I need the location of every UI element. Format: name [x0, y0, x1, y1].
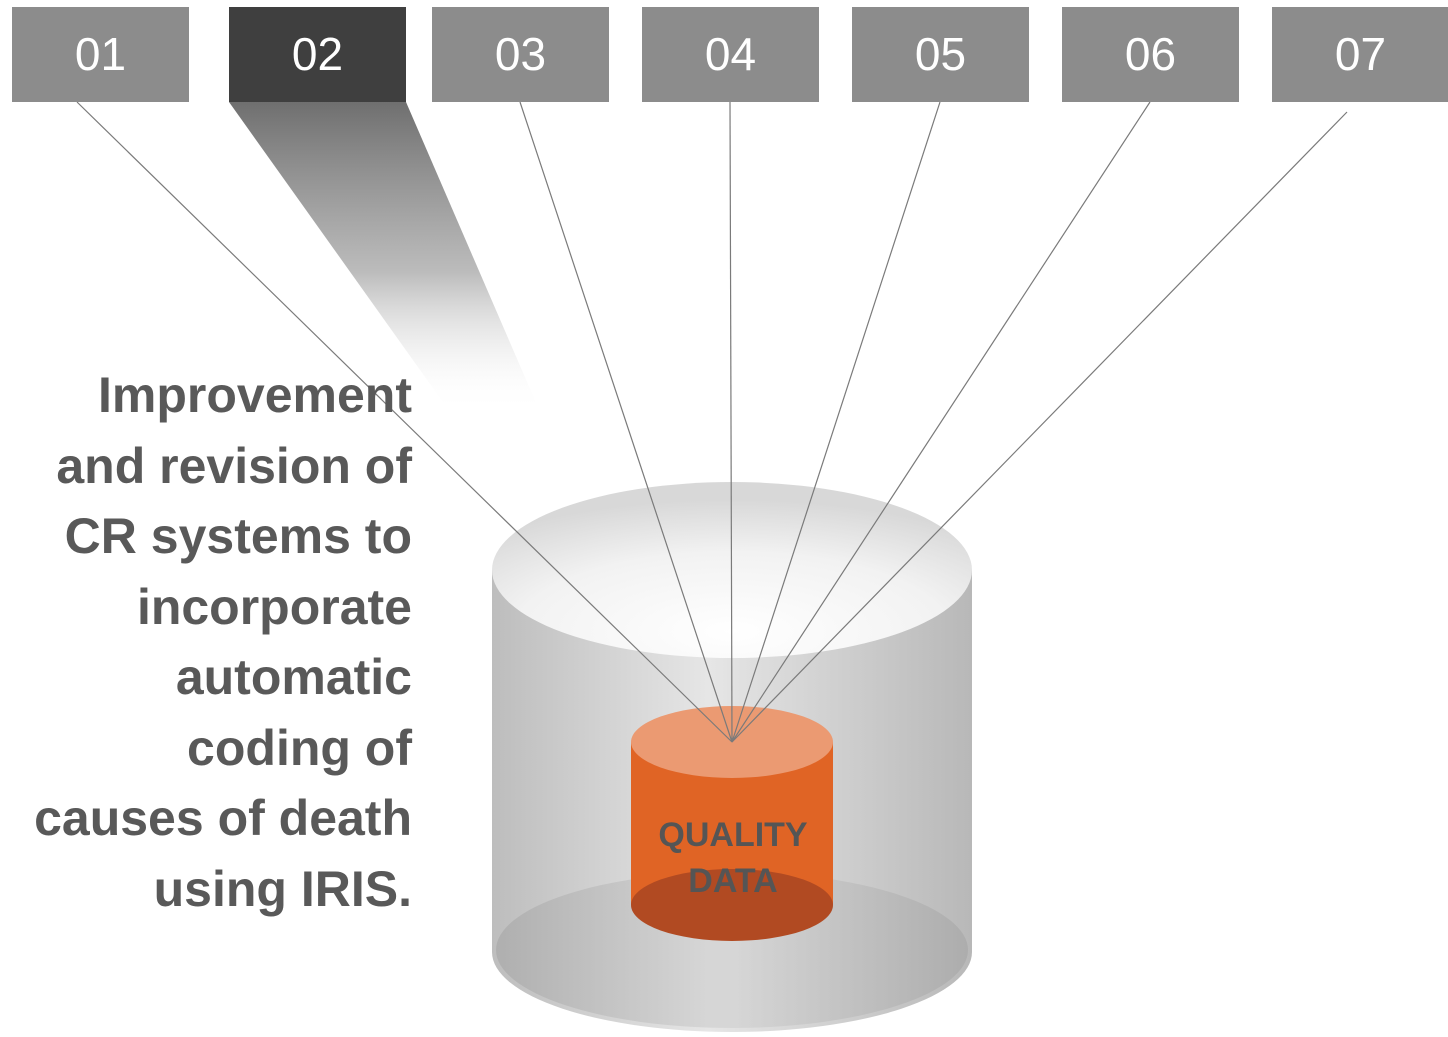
quality-data-cylinder: [631, 706, 833, 941]
connector-line-01: [76, 101, 733, 743]
connector-lines: [76, 101, 1348, 743]
step-box-07[interactable]: 07: [1272, 7, 1448, 102]
quality-data-label: QUALITY DATA: [632, 812, 834, 904]
center-label-line2: DATA: [688, 862, 778, 900]
connector-line-05: [731, 101, 941, 743]
connector-line-07: [731, 111, 1348, 743]
step-box-02[interactable]: 02: [229, 7, 406, 102]
connector-line-06: [731, 101, 1151, 743]
center-label-line1: QUALITY: [658, 816, 808, 854]
step-box-05[interactable]: 05: [852, 7, 1029, 102]
description-line: incorporate: [136, 578, 412, 635]
description-line: CR systems to: [64, 508, 412, 564]
description-line: automatic: [175, 649, 412, 705]
step-description: Improvement and revision of CR systems t…: [0, 360, 412, 924]
step-box-03[interactable]: 03: [432, 7, 609, 102]
description-line: and revision of: [56, 437, 412, 494]
active-beam: [229, 102, 540, 412]
description-line: coding of: [187, 719, 412, 776]
connector-line-03: [519, 101, 733, 743]
step-box-04[interactable]: 04: [642, 7, 819, 102]
description-line: Improvement: [98, 367, 412, 423]
connector-line-04: [729, 101, 733, 743]
step-box-01[interactable]: 01: [12, 7, 189, 102]
description-line: causes of death: [34, 790, 412, 846]
step-box-06[interactable]: 06: [1062, 7, 1239, 102]
description-line: using IRIS.: [153, 860, 412, 917]
